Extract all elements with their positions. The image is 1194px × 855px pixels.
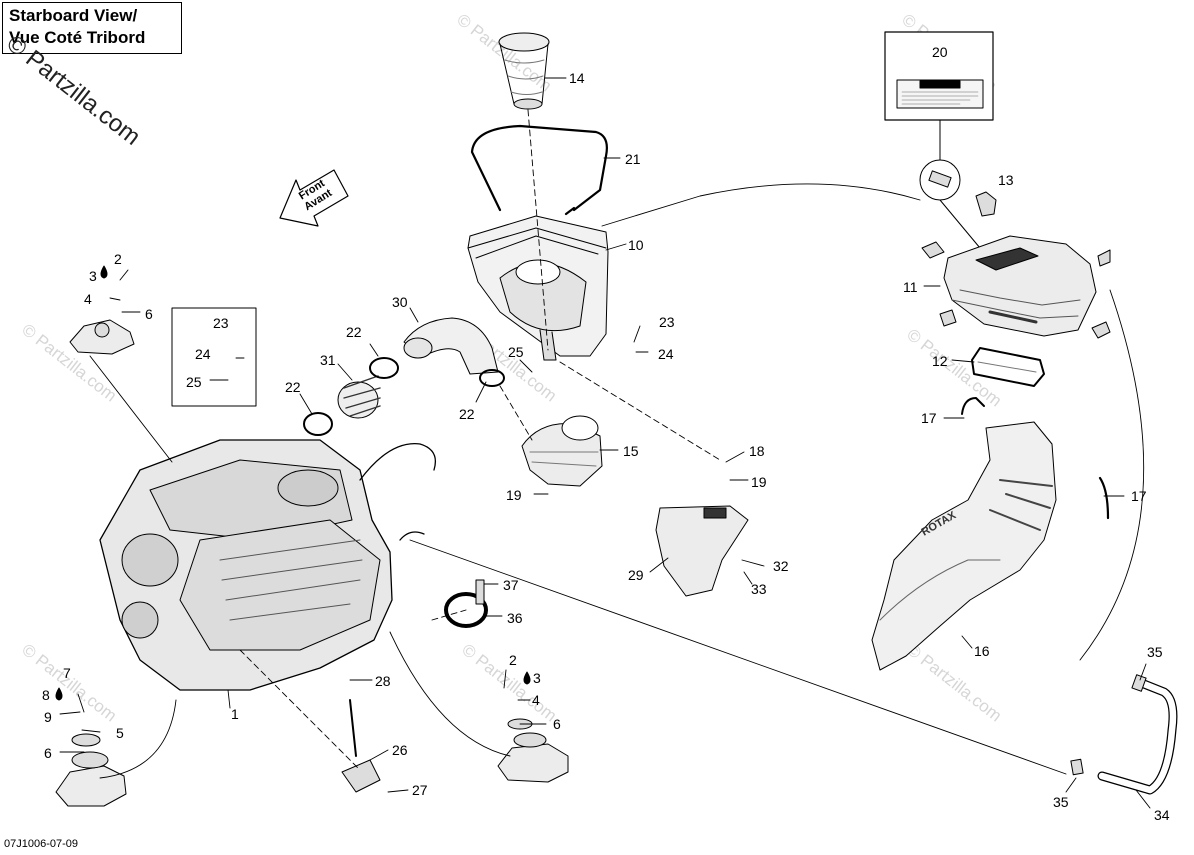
engine-mount-rear — [69, 319, 135, 355]
part-20-notice-label — [884, 31, 994, 249]
callout-10[interactable]: 10 — [628, 237, 644, 253]
callout-21[interactable]: 21 — [625, 151, 641, 167]
callout-15[interactable]: 15 — [623, 443, 639, 459]
callout-4-rear[interactable]: 4 — [84, 291, 92, 307]
callout-25-airbox[interactable]: 25 — [508, 344, 524, 360]
callout-8[interactable]: 8 — [42, 687, 50, 703]
part-17-hose-right — [1098, 476, 1110, 520]
part-17-hose-upper — [961, 397, 985, 415]
callout-17-upper[interactable]: 17 — [921, 410, 937, 426]
callout-4-front[interactable]: 4 — [532, 692, 540, 708]
callout-17-right[interactable]: 17 — [1131, 488, 1147, 504]
callout-9[interactable]: 9 — [44, 709, 52, 725]
callout-6-front-left[interactable]: 6 — [44, 745, 52, 761]
callout-18[interactable]: 18 — [749, 443, 765, 459]
part-15-intake-duct — [521, 415, 603, 487]
callout-2-front[interactable]: 2 — [509, 652, 517, 668]
part-29-bracket — [655, 505, 749, 597]
callout-35-upper[interactable]: 35 — [1147, 644, 1163, 660]
callout-30[interactable]: 30 — [392, 294, 408, 310]
callout-37[interactable]: 37 — [503, 577, 519, 593]
part-36-clamp — [444, 579, 488, 628]
diagram-code: 07J1006-07-09 — [4, 838, 79, 850]
callout-19-left[interactable]: 19 — [506, 487, 522, 503]
callout-27[interactable]: 27 — [412, 782, 428, 798]
part-26-bracket — [341, 699, 381, 793]
callout-22-c[interactable]: 22 — [459, 406, 475, 422]
engine-mount-front-right — [497, 718, 569, 783]
part-14-intake-tube — [498, 32, 550, 110]
callout-34[interactable]: 34 — [1154, 807, 1170, 823]
callout-12[interactable]: 12 — [932, 353, 948, 369]
callout-3-front[interactable]: 3 — [533, 670, 541, 686]
part-11-airbox-cover — [921, 191, 1111, 339]
engine-mount-front-left — [55, 733, 127, 807]
part-30-elbow-duct — [403, 317, 499, 375]
view-label-box: Starboard View/ Vue Coté Tribord — [2, 2, 182, 54]
callout-35-lower[interactable]: 35 — [1053, 794, 1069, 810]
callout-24-inset[interactable]: 24 — [195, 346, 211, 362]
part-12-gasket — [971, 347, 1045, 387]
oil-drop-icon — [55, 687, 63, 701]
callout-11[interactable]: 11 — [903, 279, 918, 295]
part-21-wire-clip — [470, 124, 608, 216]
oil-drop-icon — [100, 265, 108, 279]
callout-26[interactable]: 26 — [392, 742, 408, 758]
callout-16[interactable]: 16 — [974, 643, 990, 659]
part-22-clamps — [303, 357, 505, 436]
callout-13[interactable]: 13 — [998, 172, 1014, 188]
view-label-line2: Vue Coté Tribord — [9, 28, 146, 47]
callout-24-airbox[interactable]: 24 — [658, 346, 674, 362]
oil-drop-icon — [523, 671, 531, 685]
callout-1[interactable]: 1 — [231, 706, 239, 722]
leader-lines — [59, 77, 1151, 809]
part-10-airbox — [467, 215, 609, 361]
callout-7[interactable]: 7 — [63, 665, 71, 681]
callout-2-rear[interactable]: 2 — [114, 251, 122, 267]
callout-28[interactable]: 28 — [375, 673, 391, 689]
part-31-coupler — [337, 375, 381, 419]
callout-14[interactable]: 14 — [569, 70, 585, 86]
callout-25-inset[interactable]: 25 — [186, 374, 202, 390]
callout-29[interactable]: 29 — [628, 567, 644, 583]
callout-32[interactable]: 32 — [773, 558, 789, 574]
callout-23-airbox[interactable]: 23 — [659, 314, 675, 330]
part-34-drain-hose — [1070, 674, 1178, 795]
callout-19-right[interactable]: 19 — [751, 474, 767, 490]
callout-5[interactable]: 5 — [116, 725, 124, 741]
view-label-line1: Starboard View/ — [9, 6, 138, 25]
callout-20[interactable]: 20 — [932, 44, 948, 60]
part-16-resonator: ROTAX — [871, 421, 1057, 671]
callout-36[interactable]: 36 — [507, 610, 523, 626]
part-1-engine — [99, 439, 437, 691]
callout-3-rear[interactable]: 3 — [89, 268, 97, 284]
callout-22-a[interactable]: 22 — [346, 324, 362, 340]
callout-22-b[interactable]: 22 — [285, 379, 301, 395]
inset-box — [171, 307, 257, 407]
callout-6-front-right[interactable]: 6 — [553, 716, 561, 732]
callout-31[interactable]: 31 — [320, 352, 336, 368]
callout-33[interactable]: 33 — [751, 581, 767, 597]
front-direction-arrow — [279, 169, 349, 227]
callout-6-rear[interactable]: 6 — [145, 306, 153, 322]
callout-23-inset[interactable]: 23 — [213, 315, 229, 331]
